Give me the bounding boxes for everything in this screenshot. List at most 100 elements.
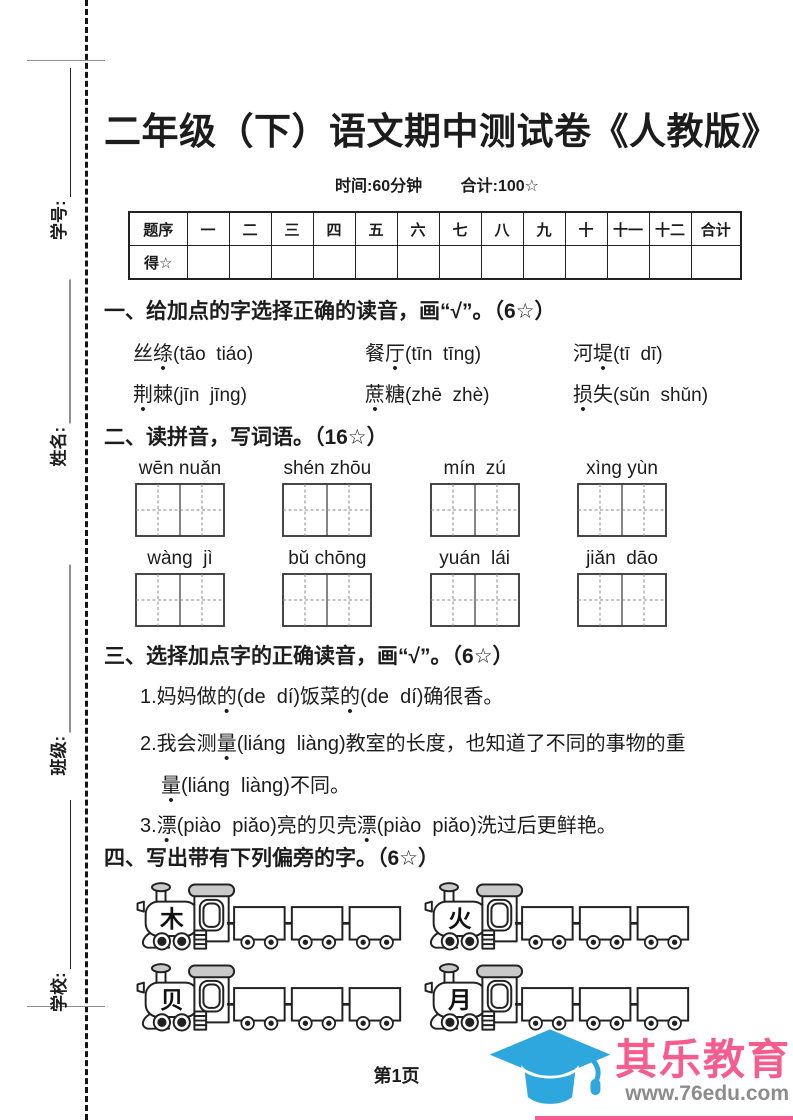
question-number-cell: 五	[354, 211, 398, 246]
pinyin-label: wēn nuǎn	[138, 458, 222, 479]
score-empty-cell	[438, 245, 482, 280]
word-item: 丝绦(tāo tiáo)	[133, 337, 365, 378]
writing-box	[282, 483, 373, 537]
margin-field-label: 学校:	[50, 972, 69, 1012]
sentence-text: 2.我会测	[140, 733, 217, 755]
dotted-char: 荆	[133, 378, 153, 407]
dotted-char: 漂	[357, 809, 377, 838]
pinyin-label: shén zhōu	[283, 458, 372, 479]
pinyin-group: wēn nuǎn	[135, 458, 225, 542]
word-item: 荆棘(jīn jīng)	[133, 378, 365, 419]
dotted-char: 的	[217, 680, 237, 709]
pinyin-group: yuán lái	[429, 548, 520, 632]
word-pinyin: (tīn tīng)	[405, 344, 482, 365]
writing-box	[282, 573, 373, 627]
sentence-text: 1.妈妈做	[140, 686, 217, 708]
publisher-logo: 其乐教育 www.76edu.com	[487, 1027, 791, 1116]
word-char: 失	[593, 384, 613, 406]
dotted-char: 漂	[157, 809, 177, 838]
time-label: 时间:60分钟	[335, 178, 423, 195]
score-table-header-row: 题序一二三四五六七八九十十一十二合计	[128, 211, 742, 246]
dashed-cut-line	[85, 0, 88, 1120]
question-number-cell: 十二	[648, 211, 692, 246]
score-empty-cell	[354, 245, 398, 280]
margin-field-1: 姓名:	[41, 279, 71, 467]
margin-field-blank	[50, 800, 71, 970]
margin-field-label: 姓名:	[49, 426, 69, 467]
sentence-text: (liáng liàng)不同。	[181, 775, 350, 797]
margin-field-0: 学号:	[41, 68, 71, 240]
pinyin-group: xìng yùn	[577, 458, 667, 542]
dotted-char: 厅	[385, 337, 405, 366]
pinyin-label: jiǎn dāo	[586, 548, 658, 569]
sentence-text: (liáng liàng)教室的长度，也知道了不同的事物的重	[236, 733, 686, 755]
word-char: 棘	[153, 384, 173, 406]
word-char: 餐	[365, 343, 385, 365]
margin-field-blank	[50, 68, 71, 198]
pinyin-group: mín zú	[429, 458, 520, 542]
section-3-heading: 三、选择加点字的正确读音，画“√”。（6☆）	[104, 645, 514, 668]
margin-field-3: 学校:	[41, 800, 71, 1012]
word-pinyin: (jīn jīng)	[173, 385, 247, 406]
question-number-cell: 二	[228, 211, 272, 246]
dotted-char: 的	[340, 680, 360, 709]
word-item: 蔗糖(zhē zhè)	[365, 378, 573, 419]
train-radical-char: 贝	[160, 987, 183, 1013]
word-item: 餐厅(tīn tīng)	[365, 337, 573, 378]
train-row-1: 木火	[136, 880, 696, 954]
word-item: 河堤(tī dī)	[573, 337, 753, 378]
question-number-cell: 九	[522, 211, 566, 246]
train-radical-char: 木	[159, 906, 184, 932]
radical-train: 贝	[136, 963, 402, 1032]
section-4-heading: 四、写出带有下列偏旁的字。（6☆）	[104, 847, 440, 870]
score-label-cell: 得☆	[128, 245, 188, 280]
pinyin-label: bǔ chōng	[288, 548, 367, 569]
score-empty-cell	[396, 245, 440, 280]
exam-content: 二年级（下）语文期中测试卷《人教版》 时间:60分钟 合计:100☆ 题序一二三…	[104, 0, 779, 1120]
score-empty-cell	[186, 245, 230, 280]
writing-box	[135, 483, 225, 537]
word-pinyin: (sǔn shǔn)	[613, 385, 709, 406]
question-number-cell: 七	[438, 211, 482, 246]
registration-tick-bottom	[27, 1006, 105, 1007]
pinyin-group: wàng jì	[135, 548, 225, 632]
score-empty-cell	[606, 245, 650, 280]
score-empty-cell	[270, 245, 314, 280]
pinyin-row-1: wēn nuǎn shén zhōu mín zú xìng yùn	[135, 458, 667, 542]
score-empty-cell	[564, 245, 608, 280]
sentence-line: 1.妈妈做的(de dí)饭菜的(de dí)确很香。	[140, 680, 503, 709]
score-table: 题序一二三四五六七八九十十一十二合计得☆	[128, 211, 742, 280]
pinyin-label: yuán lái	[439, 548, 511, 569]
graduation-cap-icon	[487, 1027, 613, 1116]
margin-field-blank	[49, 279, 71, 424]
sentence-line: 3.漂(piào piǎo)亮的贝壳漂(piào piǎo)洗过后更鲜艳。	[140, 809, 617, 838]
sentence-text: 3.	[140, 815, 157, 837]
score-empty-cell	[690, 245, 742, 280]
score-empty-cell	[522, 245, 566, 280]
pinyin-label: xìng yùn	[586, 458, 658, 479]
score-table-corner: 题序	[128, 211, 188, 246]
word-pinyin: (tāo tiáo)	[173, 344, 254, 365]
writing-box	[429, 483, 520, 537]
pinyin-label: wàng jì	[147, 548, 213, 569]
dotted-char: 损	[573, 378, 593, 407]
writing-box	[429, 573, 520, 627]
score-empty-cell	[312, 245, 356, 280]
train-radical-char: 月	[447, 987, 471, 1013]
question-number-cell: 四	[312, 211, 356, 246]
question-number-cell: 一	[186, 211, 230, 246]
score-table-score-row: 得☆	[128, 245, 742, 280]
writing-box	[577, 483, 667, 537]
question-number-cell: 十	[564, 211, 608, 246]
word-char: 河	[573, 343, 593, 365]
pinyin-row-2: wàng jì bǔ chōng yuán lái jiǎn dāo	[135, 548, 667, 632]
sentence-text: (piào piǎo)洗过后更鲜艳。	[376, 815, 617, 837]
writing-box	[135, 573, 225, 627]
question-number-cell: 合计	[690, 211, 742, 246]
logo-website: www.76edu.com	[625, 1082, 789, 1105]
word-pinyin: (tī dī)	[613, 344, 663, 365]
section-1-heading: 一、给加点的字选择正确的读音，画“√”。（6☆）	[104, 300, 556, 323]
section-1-word-grid: 丝绦(tāo tiáo)餐厅(tīn tīng)河堤(tī dī)荆棘(jīn …	[133, 337, 753, 419]
sentence-text: (piào piǎo)亮的贝壳	[176, 815, 357, 837]
score-empty-cell	[480, 245, 524, 280]
